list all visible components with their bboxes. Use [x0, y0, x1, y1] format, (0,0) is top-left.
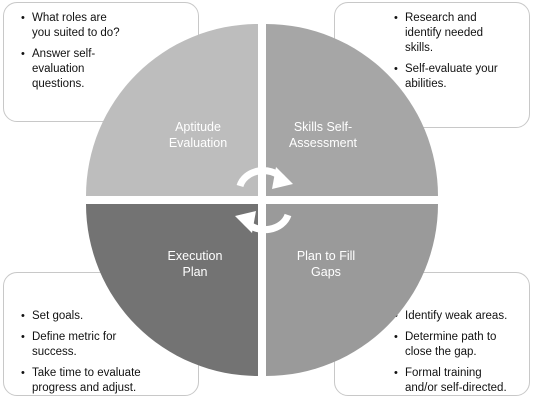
quadrant-label-skills-self-assessment: Skills Self-Assessment	[288, 120, 358, 150]
quadrant-plan-to-fill-gaps	[266, 204, 438, 376]
quadrant-aptitude-evaluation	[86, 24, 258, 196]
quadrant-execution-plan	[86, 204, 258, 376]
circular-arrows-icon	[235, 167, 293, 234]
callout-item: Set goals.	[21, 309, 190, 324]
quadrant-skills-self-assessment	[266, 24, 438, 196]
